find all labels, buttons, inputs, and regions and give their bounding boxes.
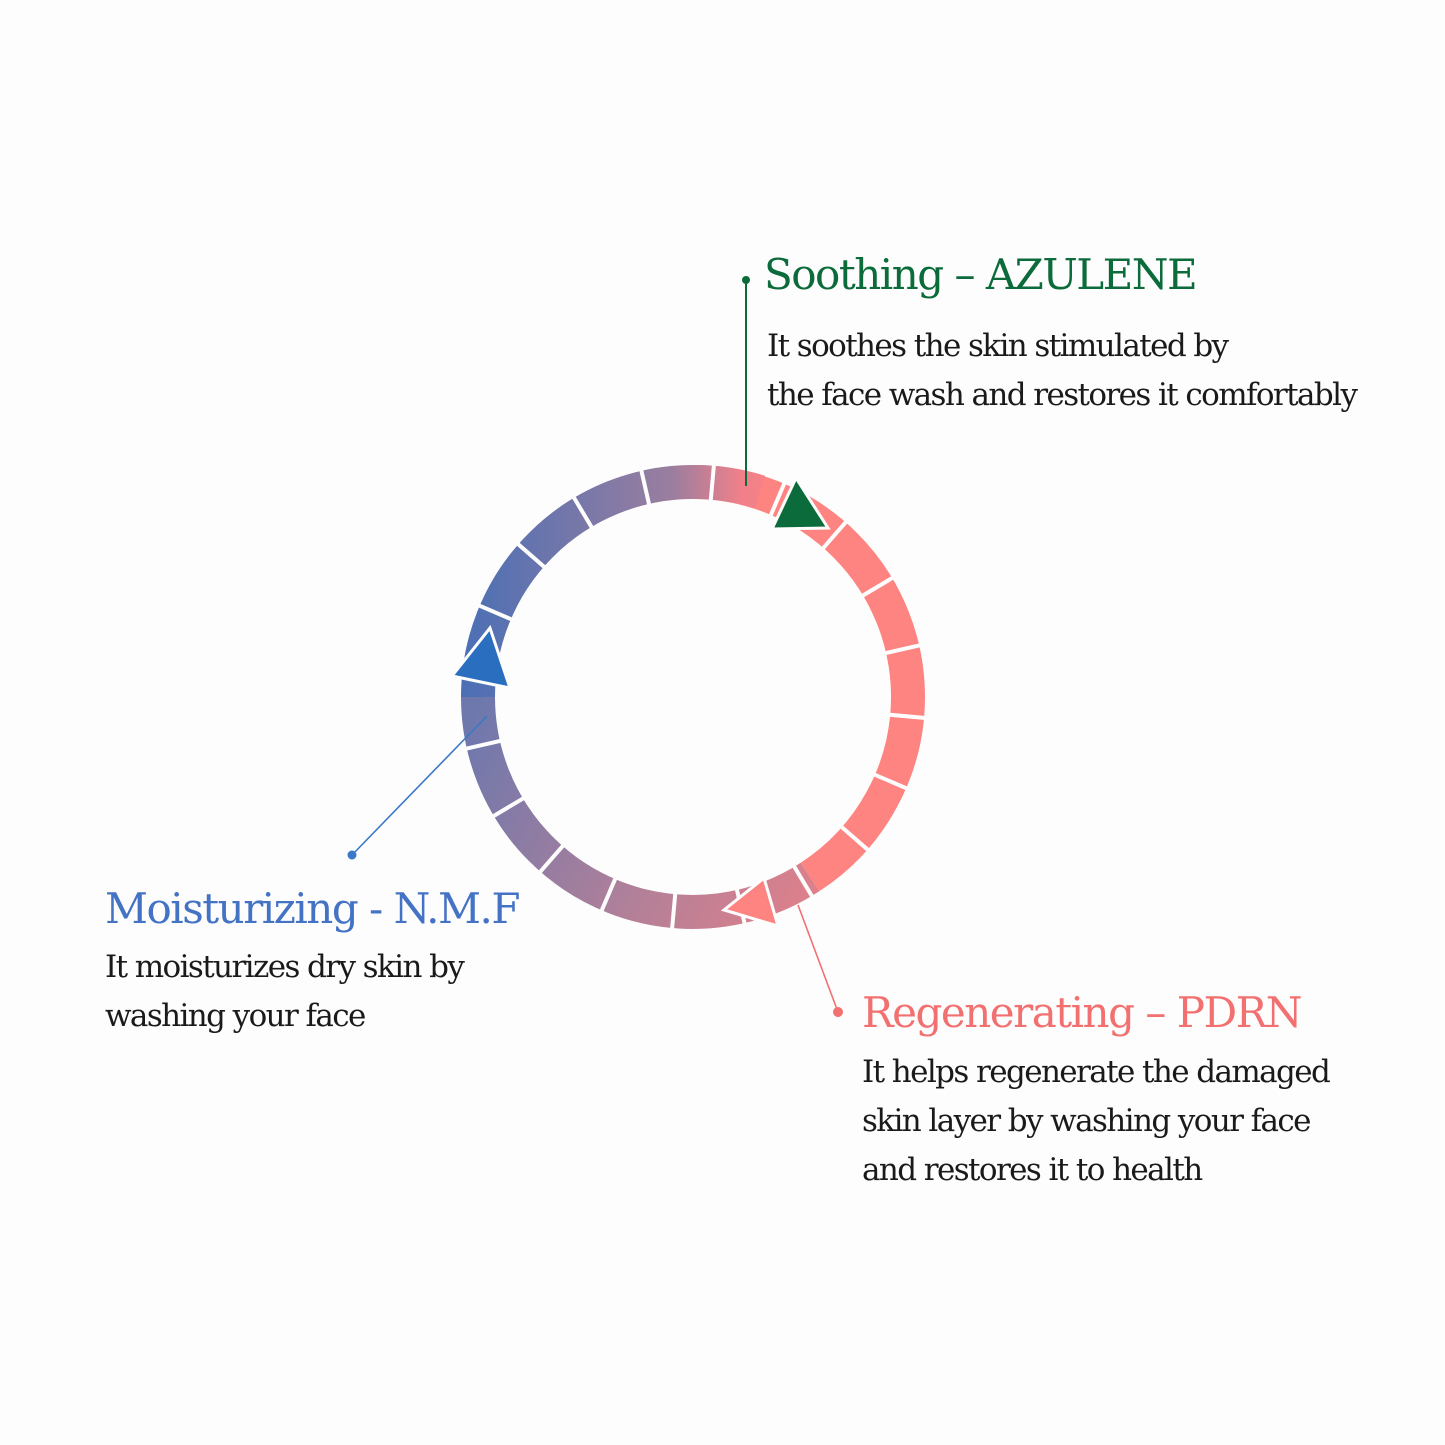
soothing-title: Soothing – AZULENE: [764, 250, 1198, 299]
ring-divider: [767, 479, 788, 519]
ring-divider: [882, 642, 924, 656]
ring-divider: [570, 493, 595, 531]
cycle-ring: [457, 461, 929, 933]
ring-divider: [887, 712, 929, 721]
regenerating-description: It helps regenerate the damaged skin lay…: [862, 1054, 1331, 1188]
moisturizing-title: Moisturizing - N.M.F: [105, 884, 521, 933]
ring-divider: [708, 461, 717, 503]
ring-segment-dividers: [457, 461, 929, 933]
ring-divider: [669, 891, 678, 933]
moisturizing-description: It moisturizes dry skin by washing your …: [105, 949, 465, 1034]
ring-divider: [871, 771, 911, 792]
ring-divider: [638, 466, 652, 508]
ring-divider: [859, 574, 897, 599]
blue-arrowhead-icon: [449, 624, 513, 690]
ring-divider: [791, 863, 816, 901]
ring-divider: [513, 540, 548, 571]
ring-divider: [489, 795, 527, 820]
green-arrowhead-icon: [769, 474, 831, 531]
soothing-description: It soothes the skin stimulated by the fa…: [767, 328, 1358, 413]
ring-divider: [475, 602, 515, 623]
ring-divider: [598, 875, 619, 915]
ring-divider: [462, 738, 504, 752]
regenerating-title: Regenerating – PDRN: [862, 988, 1303, 1037]
coral-arrowhead-icon: [720, 875, 781, 929]
ring-divider: [536, 842, 567, 877]
moisturizing-connector: [347, 715, 488, 860]
ring-divider: [819, 517, 850, 552]
ring-divider: [838, 823, 873, 854]
regenerating-connector: [797, 904, 843, 1017]
soothing-connector: [742, 276, 750, 486]
